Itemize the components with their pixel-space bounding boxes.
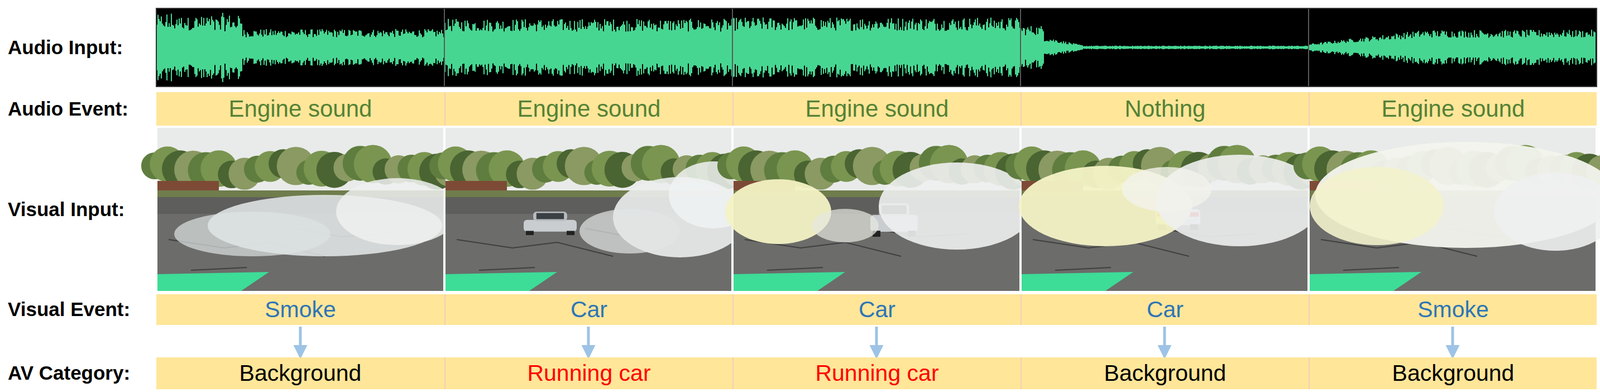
car-roof xyxy=(533,211,568,222)
green-marking xyxy=(1021,271,1134,291)
green-marking xyxy=(733,271,846,291)
band-text: Background xyxy=(1392,360,1515,387)
band-text: Background xyxy=(1104,360,1227,387)
band-text: Nothing xyxy=(1124,95,1206,123)
smoke-cloud xyxy=(725,179,832,244)
smoke-cloud xyxy=(811,208,879,243)
video-frame xyxy=(429,127,759,291)
car-body xyxy=(523,219,577,232)
category-band: Nothing xyxy=(1020,92,1309,126)
flow-arrow xyxy=(299,326,303,357)
smoke-cloud xyxy=(1309,166,1444,246)
category-band: Background xyxy=(156,357,445,390)
category-band: Running car xyxy=(444,357,733,390)
category-band: Engine sound xyxy=(1308,92,1597,126)
car-window xyxy=(536,213,564,220)
row-label: Visual Input: xyxy=(7,198,125,221)
video-frame xyxy=(1005,127,1330,291)
smoke-cloud xyxy=(336,178,459,246)
smoke-cloud xyxy=(174,211,331,257)
category-band: Engine sound xyxy=(156,92,445,126)
category-band: Smoke xyxy=(156,294,445,325)
column-divider xyxy=(1308,8,1310,87)
band-text: Background xyxy=(239,360,362,387)
column-divider xyxy=(731,8,734,87)
category-band: Car xyxy=(444,294,733,325)
flow-arrow xyxy=(1451,326,1455,357)
category-band: Smoke xyxy=(1308,294,1597,325)
band-text: Smoke xyxy=(1417,296,1489,323)
category-band: Engine sound xyxy=(444,92,733,126)
video-frame xyxy=(717,127,1042,291)
band-text: Car xyxy=(858,296,896,323)
smoke-cloud xyxy=(579,208,680,254)
band-text: Running car xyxy=(527,360,651,387)
row-label: Visual Event: xyxy=(7,298,131,321)
band-text: Running car xyxy=(815,360,939,387)
band-text: Car xyxy=(570,296,608,323)
row-label: Audio Event: xyxy=(7,97,129,121)
row-label: Audio Input: xyxy=(7,36,123,59)
category-band: Car xyxy=(1020,294,1309,325)
category-band: Car xyxy=(732,294,1021,325)
smoke-cloud xyxy=(1493,172,1600,251)
column-divider xyxy=(443,8,445,87)
category-band: Engine sound xyxy=(732,92,1021,126)
column-divider xyxy=(1019,8,1022,87)
category-band: Background xyxy=(1020,357,1309,390)
row-label: AV Category: xyxy=(7,361,131,385)
waveform-border xyxy=(156,8,1597,87)
smoke-cloud xyxy=(1122,166,1212,212)
band-text: Engine sound xyxy=(1381,95,1526,123)
car-wheel xyxy=(566,230,575,236)
green-marking xyxy=(445,271,558,291)
category-band: Background xyxy=(1308,357,1597,390)
video-frame xyxy=(141,127,466,291)
green-marking xyxy=(1309,271,1422,291)
green-marking xyxy=(157,271,270,291)
band-text: Car xyxy=(1146,296,1184,323)
video-frame xyxy=(1293,127,1600,291)
flow-arrow xyxy=(875,326,879,357)
waveform-ground xyxy=(156,8,1597,87)
band-text: Engine sound xyxy=(228,95,373,123)
flow-arrow xyxy=(1163,326,1167,357)
car-wheel xyxy=(525,230,534,236)
band-text: Engine sound xyxy=(517,95,661,123)
category-band: Running car xyxy=(732,357,1021,390)
waveform-trace xyxy=(156,12,1595,83)
band-text: Engine sound xyxy=(805,95,950,123)
flow-arrow xyxy=(587,326,591,357)
band-text: Smoke xyxy=(264,296,337,323)
